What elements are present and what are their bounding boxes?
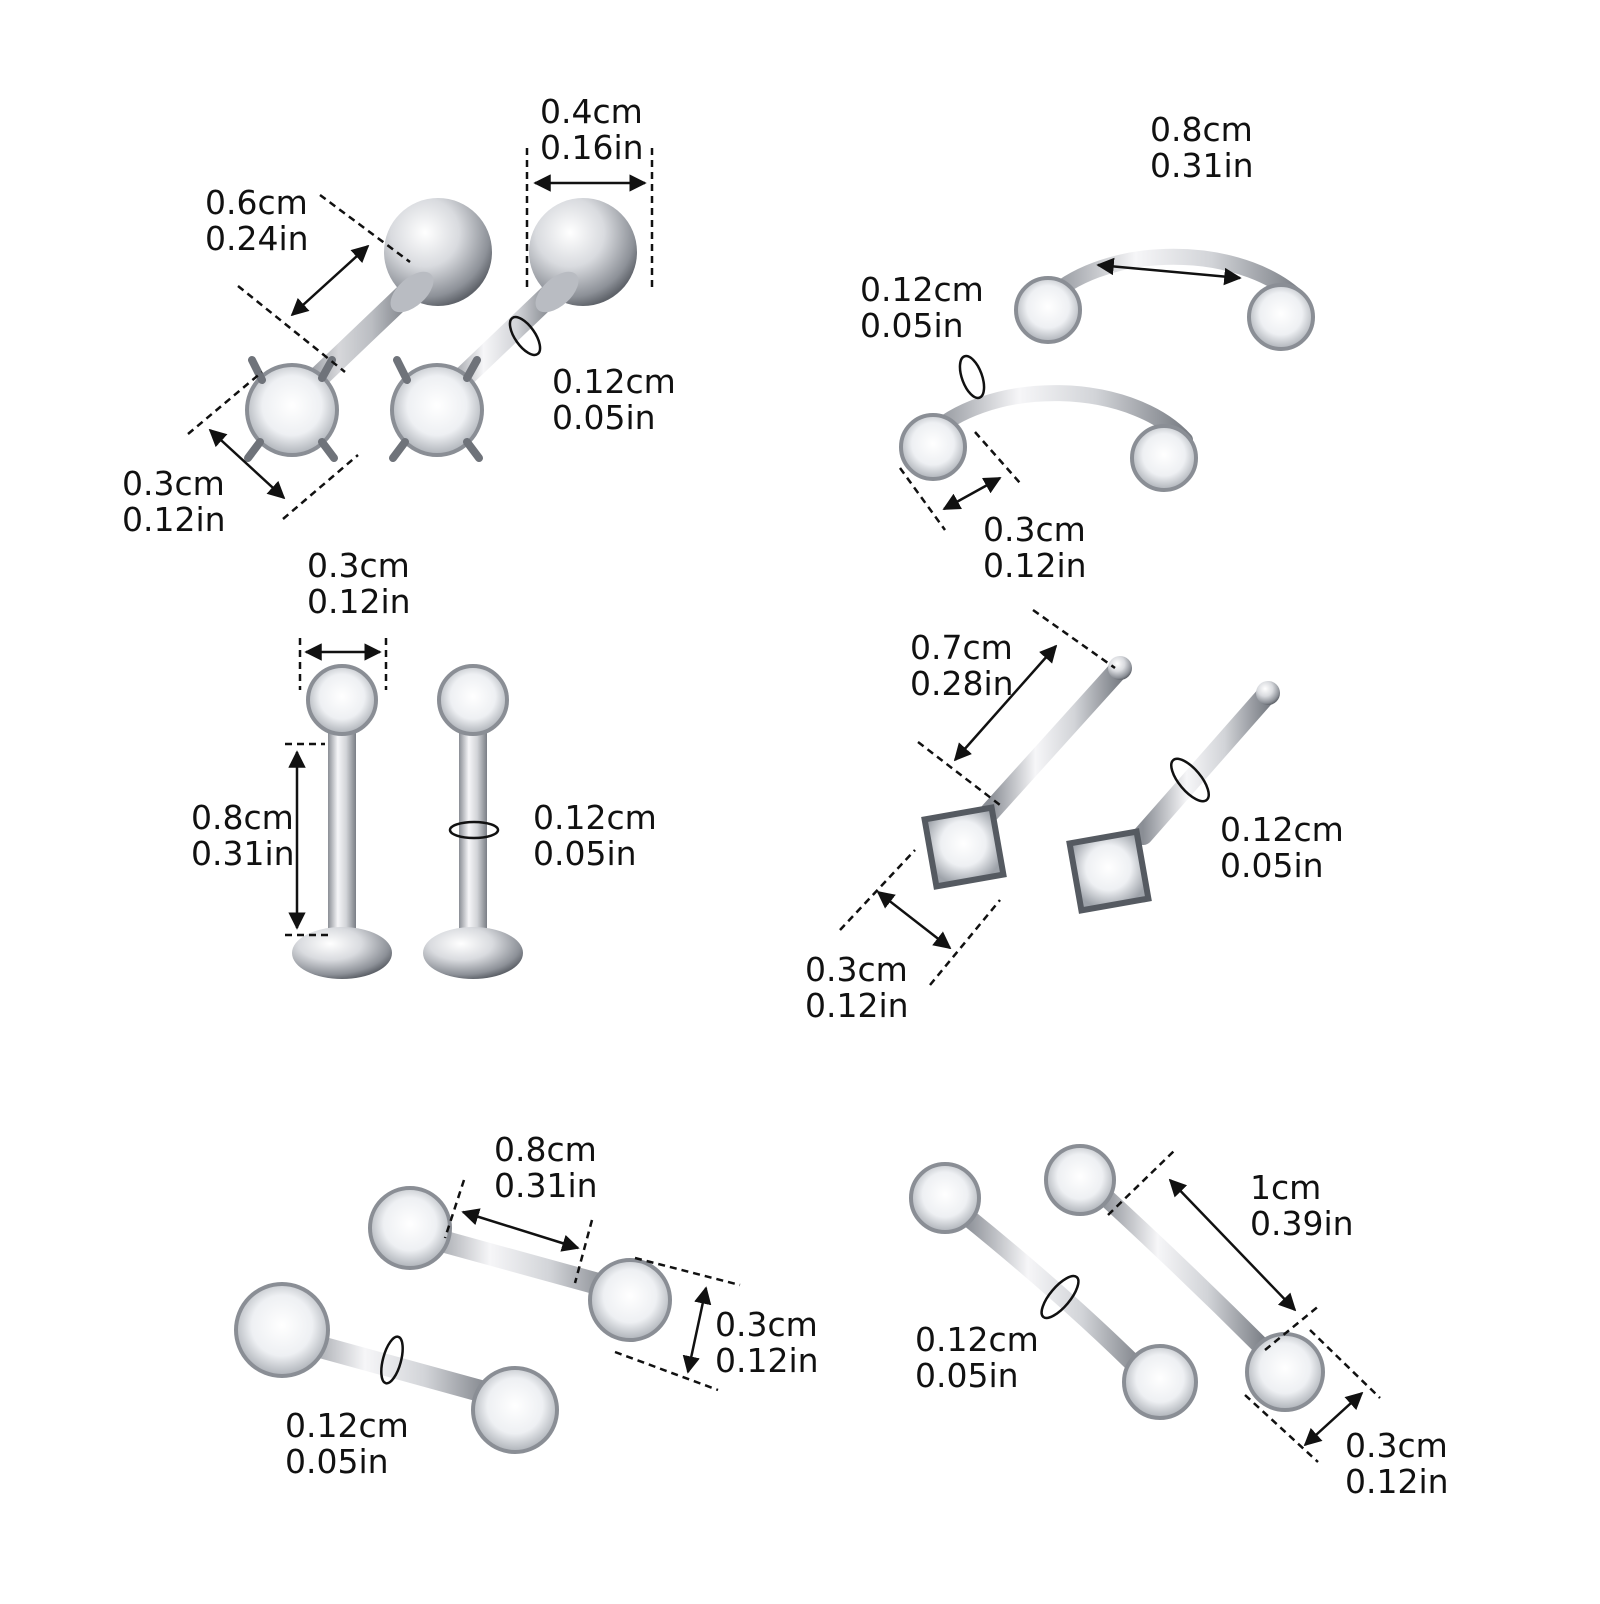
labret-stud-illustration [285, 638, 523, 979]
straight-barbell-illustration [234, 1179, 741, 1454]
nose-stud-illustration [839, 608, 1280, 986]
horseshoe-ring-illustration [898, 248, 1315, 531]
barbell-stud-illustration [187, 148, 654, 520]
curved-barbell-illustration [909, 1144, 1381, 1463]
